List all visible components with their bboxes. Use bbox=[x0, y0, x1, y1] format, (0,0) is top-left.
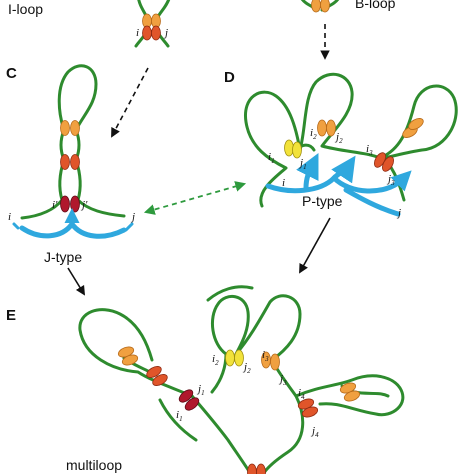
p-type-arrow bbox=[331, 155, 356, 184]
index-i: i bbox=[136, 27, 139, 39]
d-index-i3: i3 bbox=[366, 143, 373, 157]
e-index-j3: j3 bbox=[278, 373, 287, 387]
panel-d-label: D bbox=[224, 69, 235, 86]
p-type-arrow bbox=[390, 170, 412, 192]
e-index-i3: i3 bbox=[262, 349, 269, 363]
d-index-j1: j1 bbox=[298, 157, 307, 171]
d-loops-strand bbox=[244, 72, 458, 208]
contact-ellipse bbox=[311, 0, 321, 13]
contact-ellipse bbox=[225, 349, 235, 367]
e-hub-strand bbox=[206, 285, 254, 302]
multiloop-label: multiloop bbox=[66, 457, 122, 473]
arrow-c-to-e bbox=[67, 267, 86, 296]
contact-ellipse bbox=[70, 195, 80, 213]
e-bottom-left-strand bbox=[190, 394, 253, 474]
contact-ellipse bbox=[408, 118, 424, 130]
contact-ellipse bbox=[301, 406, 319, 418]
contact-ellipse bbox=[152, 374, 168, 386]
contact-ellipse bbox=[256, 463, 266, 474]
panel-e: E i1 j1 i2 j2 i3 j3 bbox=[6, 285, 405, 474]
d-index-j3: j3 bbox=[386, 173, 395, 187]
b-loop-title: B-loop bbox=[355, 0, 396, 11]
contact-ellipse bbox=[343, 390, 361, 402]
e-lower-left-strand bbox=[158, 398, 198, 442]
d-index-j: j bbox=[396, 207, 401, 219]
contact-ellipse bbox=[270, 353, 280, 371]
j-type-arc bbox=[19, 219, 127, 239]
contact-ellipse bbox=[121, 354, 139, 366]
contact-ellipse bbox=[184, 397, 200, 411]
dashed-arrow-iloop-to-c bbox=[111, 67, 149, 138]
contact-ellipse bbox=[234, 349, 244, 367]
e-index-j4: j4 bbox=[310, 425, 319, 439]
c-loop-strand bbox=[57, 64, 98, 132]
d-index-i: i bbox=[282, 177, 285, 189]
c-index-i-prime: i' bbox=[52, 199, 58, 211]
e-left-loop-strand bbox=[78, 308, 194, 398]
j-type-tail-left bbox=[12, 222, 20, 230]
e-index-j2: j2 bbox=[242, 361, 251, 375]
e-index-i4: i4 bbox=[298, 387, 305, 401]
c-index-j: j bbox=[130, 211, 135, 223]
contact-ellipse bbox=[320, 0, 330, 13]
c-stem-left-strand bbox=[20, 128, 66, 220]
c-index-j-prime: j' bbox=[80, 199, 88, 211]
j-type-label: J-type bbox=[44, 249, 82, 265]
panel-c-label: C bbox=[6, 65, 17, 82]
contact-ellipse bbox=[70, 154, 80, 170]
i-loop-title: I-loop bbox=[8, 1, 43, 17]
e-index-j1: j1 bbox=[196, 383, 205, 397]
e-index-i1: i1 bbox=[176, 409, 183, 423]
contact-ellipse bbox=[60, 154, 70, 170]
panel-i-loop: I-loop i j bbox=[8, 0, 171, 48]
e-middle-loops-strand bbox=[210, 294, 302, 398]
p-type-label: P-type bbox=[302, 193, 343, 209]
d-index-i2: i2 bbox=[310, 127, 317, 141]
panel-d: D i1 j1 i2 j2 i3 j3 i j P-type bbox=[224, 69, 458, 219]
p-type-arrow bbox=[296, 153, 319, 191]
e-right-loop-strand bbox=[294, 374, 405, 417]
arrow-d-to-e bbox=[299, 217, 331, 274]
contact-ellipse bbox=[151, 25, 161, 41]
contact-ellipse bbox=[60, 120, 70, 136]
contact-ellipse bbox=[70, 120, 80, 136]
e-bottom-right-strand bbox=[261, 394, 305, 474]
contact-ellipse bbox=[292, 141, 302, 159]
c-stem-right-strand bbox=[74, 128, 126, 218]
d-index-j2: j2 bbox=[334, 131, 343, 145]
contact-ellipse bbox=[284, 139, 294, 157]
c-index-i: i bbox=[8, 211, 11, 223]
panel-c: C i j i' j' J-type bbox=[6, 64, 135, 265]
p-type-tail bbox=[343, 187, 401, 217]
panel-e-label: E bbox=[6, 307, 16, 324]
index-j: j bbox=[163, 27, 168, 39]
contact-ellipse bbox=[247, 463, 257, 474]
dashed-double-arrow-c-d bbox=[143, 181, 247, 215]
contact-ellipse bbox=[60, 195, 70, 213]
contact-ellipse bbox=[178, 389, 194, 403]
contact-ellipse bbox=[317, 119, 327, 137]
contact-ellipse bbox=[142, 25, 152, 41]
contact-ellipse bbox=[326, 119, 336, 137]
j-type-tail-right bbox=[124, 222, 134, 232]
d-index-i1: i1 bbox=[268, 151, 275, 165]
panel-b-loop: B-loop bbox=[300, 0, 396, 13]
e-index-i2: i2 bbox=[212, 353, 219, 367]
contact-ellipse bbox=[382, 156, 394, 172]
contact-ellipse bbox=[146, 366, 162, 378]
